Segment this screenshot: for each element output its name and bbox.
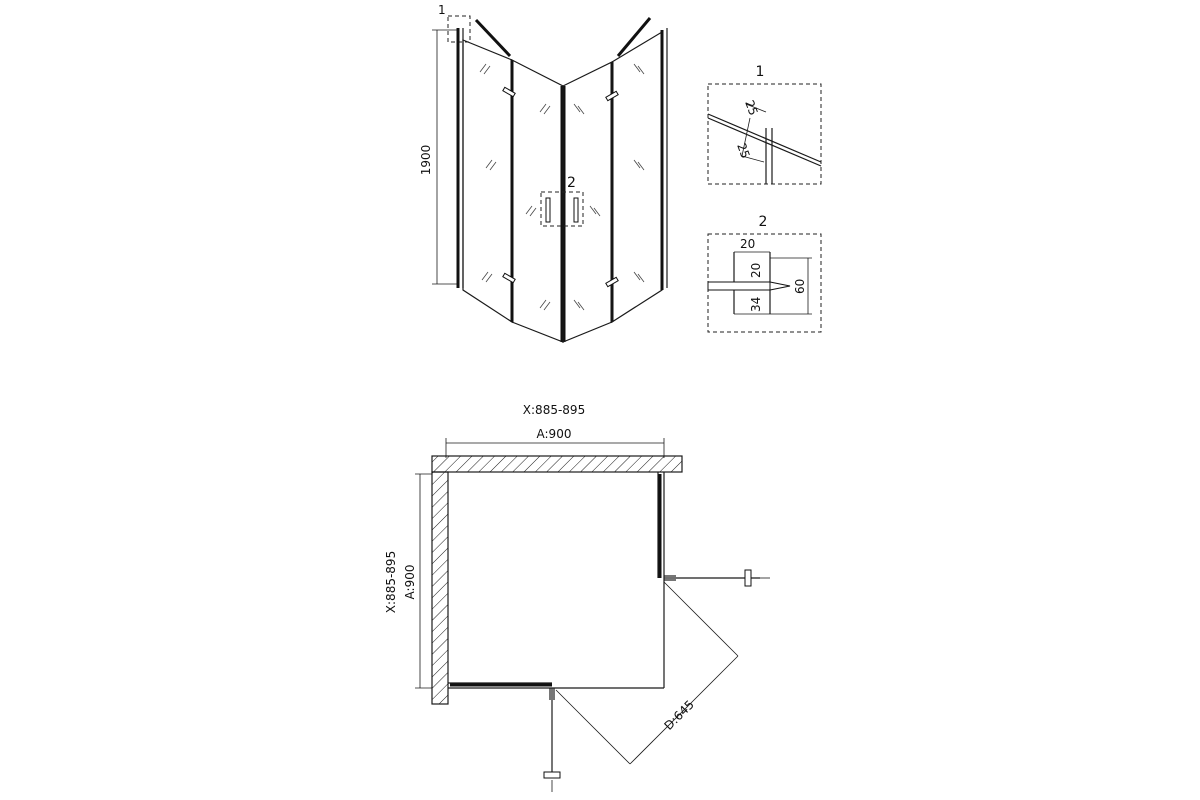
- callout-2-box: [540, 191, 584, 227]
- plan-width-range: X:885-895: [523, 403, 585, 417]
- diagonal-dimension-line: [629, 655, 739, 765]
- left-door-panel: [511, 59, 564, 343]
- handle-section: [707, 281, 771, 291]
- plan-depth-a: A:900: [403, 565, 417, 600]
- plan-depth-range: X:885-895: [384, 551, 398, 613]
- detail-1: 1 25 25: [707, 64, 822, 185]
- detail-2-dim-low: 34: [749, 297, 763, 312]
- detail-2-dim-right: 60: [793, 279, 807, 294]
- detail-2: 2 20 20 34 60: [707, 214, 822, 333]
- hinge-icon: [502, 272, 516, 284]
- hinge-icon: [502, 86, 516, 98]
- stabilizer-bar-section: [707, 113, 822, 163]
- detail-2-dim-mid: 20: [749, 263, 763, 278]
- right-stabilizer-bar: [616, 17, 652, 57]
- hinge-icon: [605, 276, 619, 288]
- detail-2-title: 2: [759, 214, 768, 230]
- side-wall: [431, 471, 449, 705]
- back-wall: [431, 455, 683, 473]
- detail-1-frame: [707, 83, 822, 185]
- callout-1-label: 1: [438, 3, 446, 17]
- plan-width-a: A:900: [537, 427, 572, 441]
- right-door-panel: [562, 61, 613, 343]
- detail-1-title: 1: [756, 64, 765, 80]
- left-stabilizer-bar: [474, 18, 512, 58]
- detail-1-dim-a: 25: [742, 98, 760, 117]
- elevation-view: 1900 1: [419, 3, 668, 343]
- detail-2-dim-top: 20: [740, 237, 755, 251]
- left-handle: [545, 197, 551, 223]
- right-door-handle: [744, 569, 752, 587]
- detail-1-dim-b: 25: [734, 141, 752, 160]
- glass-reflection-marks: [479, 63, 645, 311]
- callout-2-label: 2: [567, 175, 576, 191]
- hinge-icon: [605, 90, 619, 102]
- left-door-handle: [543, 771, 561, 779]
- right-fixed-panel: [611, 30, 663, 324]
- plan-door-diag: D:645: [661, 697, 696, 732]
- height-label: 1900: [419, 145, 433, 176]
- right-handle: [573, 197, 579, 223]
- diagonal-extension: [663, 581, 739, 657]
- plan-view: X:885-895 A:900 X:885-895 A:900: [384, 403, 770, 792]
